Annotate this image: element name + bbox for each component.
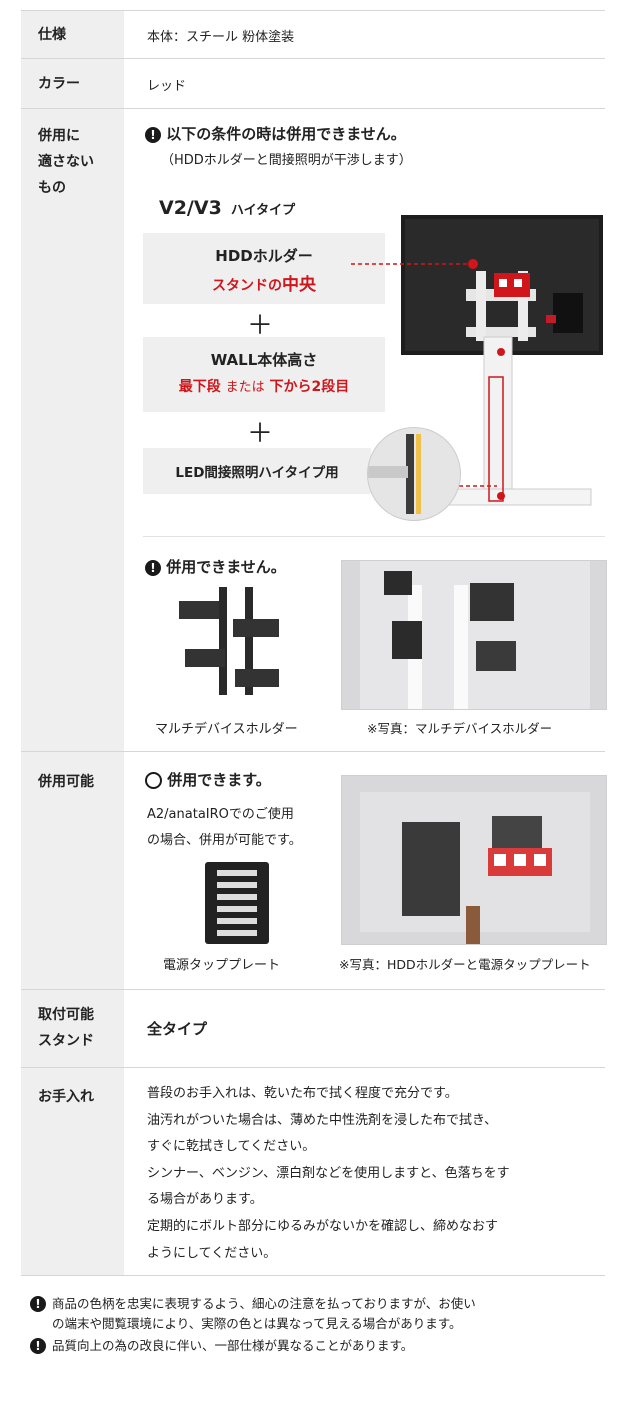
incompatible-label-cell: 併用に 適さない もの — [21, 109, 124, 752]
incompatible-row: 併用に 適さない もの ! 以下の条件の時は併用できません。 （HDDホルダーと… — [21, 108, 607, 752]
incompatible-notice2: ! 併用できません。 — [145, 556, 286, 577]
compatible-notice-text: 併用できます。 — [167, 771, 271, 789]
footnote-1-text: 商品の色柄を忠実に表現するよう、細心の注意を払っておりますが、お使い の端末や閲… — [52, 1296, 476, 1331]
condition-box-hdd-detail-b: 中央 — [282, 275, 316, 295]
footnote-2-text: 品質向上の為の改良に伴い、一部仕様が異なることがあります。 — [52, 1338, 414, 1353]
power-tap-plate-image — [205, 862, 269, 944]
inner-divider — [143, 536, 605, 537]
multi-device-holder-caption: マルチデバイスホルダー — [155, 722, 298, 737]
exclamation-circle-icon: ! — [30, 1296, 46, 1312]
condition-box-led: LED間接照明ハイタイプ用 — [143, 448, 371, 494]
compatible-desc: A2/anataIROでのご使用 の場合、併用が可能です。 — [147, 807, 302, 848]
incompatible-label: 併用に 適さない もの — [38, 128, 94, 196]
exclamation-circle-icon: ! — [145, 126, 161, 143]
power-tap-plate-caption: 電源タッププレート — [163, 958, 281, 973]
compatible-label: 併用可能 — [38, 774, 94, 790]
condition-box-hdd-detail: スタンドの中央 — [143, 270, 385, 295]
plus-icon: ＋ — [247, 419, 274, 449]
incompatible-notice: ! 以下の条件の時は併用できません。 — [145, 123, 406, 144]
stands-row: 取付可能 スタンド 全タイプ — [21, 989, 605, 1068]
spec-value: 本体：スチール 粉体塗装 — [147, 30, 295, 45]
color-label: カラー — [38, 76, 80, 92]
care-line: 油汚れがついた場合は、薄めた中性洗剤を浸した布で拭き、 — [147, 1112, 498, 1128]
color-label-cell: カラー — [21, 59, 124, 109]
incompatible-notice-text: 以下の条件の時は併用できません。 — [166, 125, 406, 143]
condition-box-wall-detail: 最下段 または 下から2段目 — [143, 376, 385, 396]
model-suffix: ハイタイプ — [230, 203, 296, 218]
condition-box-wall-detail-c: 下から2段目 — [269, 379, 350, 395]
multi-device-holder-photo-caption: ※写真：マルチデバイスホルダー — [367, 721, 553, 736]
condition-box-led-title: LED間接照明ハイタイプ用 — [175, 465, 339, 481]
care-line: 定期的にボルト部分にゆるみがないかを確認し、締めなおす — [147, 1218, 499, 1234]
stands-value: 全タイプ — [147, 1020, 208, 1038]
condition-box-wall: WALL本体高さ 最下段 または 下から2段目 — [143, 337, 385, 412]
compatible-label-cell: 併用可能 — [21, 752, 124, 990]
spec-label: 仕様 — [38, 27, 66, 43]
condition-box-hdd: HDDホルダー スタンドの中央 — [143, 233, 385, 304]
care-line: る場合があります。 — [147, 1192, 263, 1208]
condition-box-wall-detail-b: または — [225, 380, 265, 395]
model-heading: V2/V3 ハイタイプ — [159, 197, 295, 219]
incompatible-notice2-text: 併用できません。 — [166, 558, 286, 576]
care-line: 普段のお手入れは、乾いた布で拭く程度で充分です。 — [147, 1086, 458, 1101]
table-bottom-border — [21, 1275, 605, 1276]
care-line: すぐに乾拭きしてください。 — [147, 1139, 316, 1155]
color-value: レッド — [147, 79, 187, 94]
stands-label-cell: 取付可能 スタンド — [21, 990, 124, 1068]
exclamation-circle-icon: ! — [145, 559, 161, 576]
care-line: ようにしてください。 — [147, 1245, 277, 1261]
compatible-notice: 併用できます。 — [145, 769, 271, 790]
hdd-holder-photo-caption: ※写真：HDDホルダーと電源タッププレート — [339, 957, 591, 972]
condition-box-hdd-title: HDDホルダー — [215, 247, 313, 265]
spec-label-cell: 仕様 — [21, 11, 124, 59]
footnote-1: ! 商品の色柄を忠実に表現するよう、細心の注意を払っておりますが、お使い の端末… — [30, 1294, 476, 1334]
condition-box-hdd-detail-a: スタンドの — [212, 278, 282, 294]
care-row: お手入れ 普段のお手入れは、乾いた布で拭く程度で充分です。 油汚れがついた場合は… — [21, 1067, 605, 1276]
incompatible-notice-sub: （HDDホルダーと間接照明が干渉します） — [161, 153, 412, 168]
plus-icon: ＋ — [247, 311, 274, 341]
condition-box-wall-title: WALL本体高さ — [210, 351, 318, 369]
care-line: シンナー、ベンジン、漂白剤などを使用しますと、色落ちをす — [147, 1165, 510, 1181]
footnote-2: ! 品質向上の為の改良に伴い、一部仕様が異なることがあります。 — [30, 1336, 413, 1356]
color-row: カラー レッド — [21, 58, 605, 109]
hdd-holder-photo — [341, 775, 607, 945]
care-label-cell: お手入れ — [21, 1068, 124, 1276]
circle-ok-icon — [145, 772, 162, 789]
multi-device-holder-photo — [341, 560, 607, 710]
compatible-row: 併用可能 併用できます。 A2/anataIROでのご使用 の場合、併用が可能で… — [21, 751, 607, 990]
care-label: お手入れ — [38, 1089, 94, 1105]
spec-row: 仕様 本体：スチール 粉体塗装 — [21, 10, 605, 59]
exclamation-circle-icon: ! — [30, 1338, 46, 1354]
stands-label: 取付可能 スタンド — [38, 1007, 94, 1049]
model-name: V2/V3 — [159, 197, 222, 219]
tv-stand-illustration — [351, 215, 603, 506]
care-text: 普段のお手入れは、乾いた布で拭く程度で充分です。 油汚れがついた場合は、薄めた中… — [147, 1081, 510, 1267]
condition-box-wall-detail-a: 最下段 — [178, 379, 221, 395]
led-closeup-circle — [367, 427, 461, 521]
multi-device-holder-image — [179, 587, 279, 695]
